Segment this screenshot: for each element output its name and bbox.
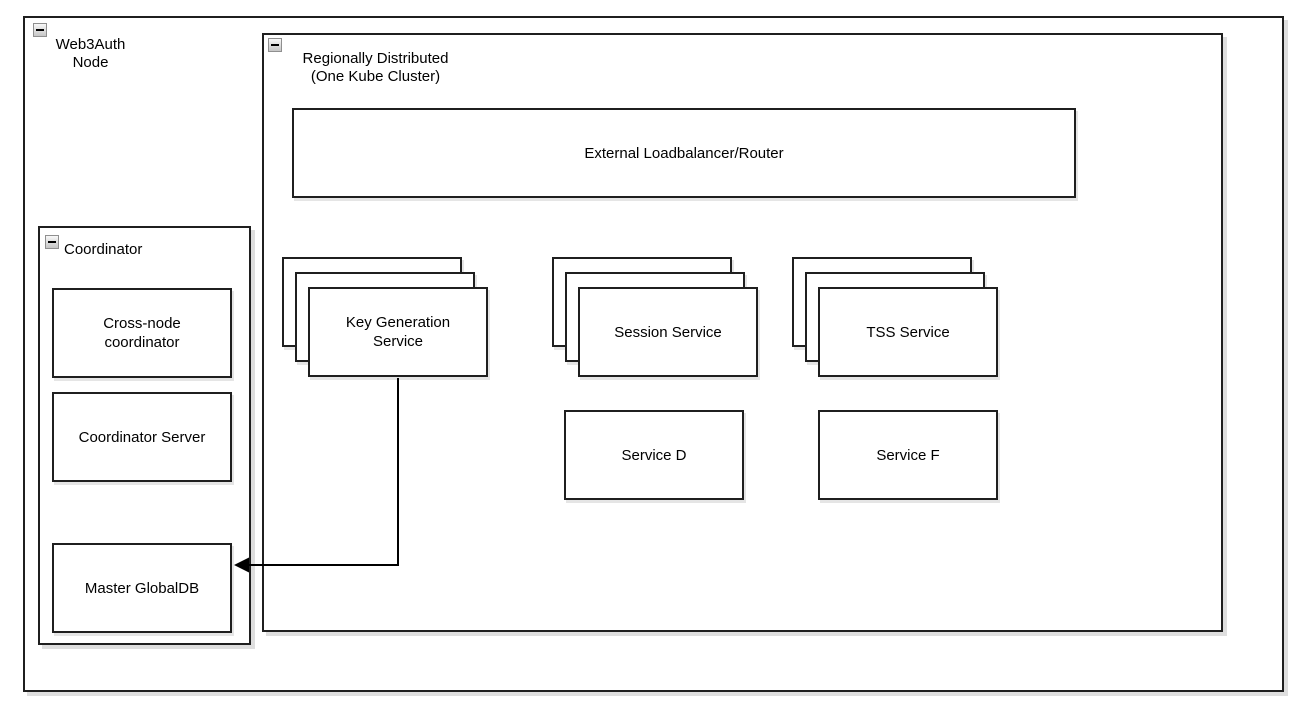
node-label: Key Generation <box>345 314 451 331</box>
group-label-line: (One Kube Cluster) <box>310 68 441 85</box>
node-service-d[interactable]: Service D <box>564 410 744 500</box>
node-session-service[interactable]: Session Service <box>578 287 758 377</box>
node-label: Master GlobalDB <box>84 579 200 597</box>
collapse-button-web3auth[interactable] <box>33 23 47 37</box>
node-label: Cross-node <box>103 315 181 332</box>
minus-icon <box>271 44 279 46</box>
node-label: Coordinator Server <box>78 428 206 446</box>
group-label-line: Regionally Distributed <box>302 50 449 67</box>
node-label: TSS Service <box>866 323 950 341</box>
group-label-web3auth-node: Web3Auth Node <box>33 36 148 72</box>
node-label: coordinator <box>104 334 180 351</box>
node-tss-service[interactable]: TSS Service <box>818 287 998 377</box>
group-label-line: Node <box>72 54 109 71</box>
group-label-line: Web3Auth <box>55 36 126 53</box>
node-service-f[interactable]: Service F <box>818 410 998 500</box>
node-master-globaldb[interactable]: Master GlobalDB <box>52 543 232 633</box>
minus-icon <box>36 29 44 31</box>
group-label-coordinator: Coordinator <box>64 241 142 259</box>
minus-icon <box>48 241 56 243</box>
group-label-regionally-distributed: Regionally Distributed (One Kube Cluster… <box>288 50 463 86</box>
node-label: Service <box>372 333 424 350</box>
node-coordinator-server[interactable]: Coordinator Server <box>52 392 232 482</box>
node-label: Service D <box>621 446 687 464</box>
group-label-line: Coordinator <box>64 241 143 258</box>
node-label: Service F <box>876 446 940 464</box>
node-external-loadbalancer[interactable]: External Loadbalancer/Router <box>292 108 1076 198</box>
collapse-button-regionally-distributed[interactable] <box>268 38 282 52</box>
node-key-generation-service[interactable]: Key Generation Service <box>308 287 488 377</box>
node-label: Session Service <box>614 323 722 341</box>
node-label: External Loadbalancer/Router <box>584 144 784 162</box>
node-cross-node-coordinator[interactable]: Cross-node coordinator <box>52 288 232 378</box>
collapse-button-coordinator[interactable] <box>45 235 59 249</box>
